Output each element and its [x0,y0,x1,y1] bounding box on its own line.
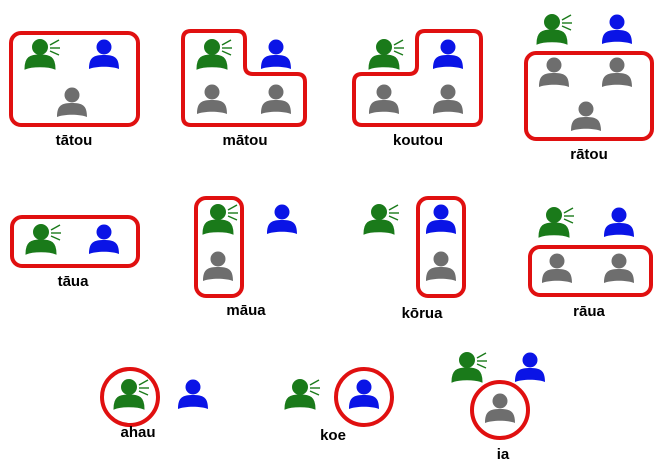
other-person-icon [485,393,515,423]
speaker-icon [113,378,150,410]
listener-icon [515,352,545,382]
outline-ia [470,380,530,440]
group-korua: kōrua [363,196,466,322]
speaker-icon [368,38,405,70]
label-koutou: koutou [393,132,443,149]
other-person-icon [602,57,632,87]
other-person-icon [426,251,456,281]
listener-icon [267,204,297,234]
group-taua: tāua [10,215,140,290]
speaker-icon [363,203,400,235]
other-person-icon [203,251,233,281]
outline-maua [194,196,244,298]
other-person-icon [433,84,463,114]
other-person-icon [261,84,291,114]
group-ahau: ahau [100,367,208,441]
listener-icon [349,379,379,409]
speaker-icon [536,13,573,45]
outline-matou [181,29,307,127]
outline-taua [10,215,140,268]
group-koe: koe [284,367,394,444]
other-person-icon [604,253,634,283]
listener-icon [178,379,208,409]
listener-icon [602,14,632,44]
label-raua: rāua [573,303,605,320]
outline-ratou [524,51,654,141]
outline-koe [334,367,394,427]
speaker-icon [538,206,575,238]
label-taua: tāua [58,273,90,290]
other-person-icon [539,57,569,87]
group-raua: rāua [528,206,653,320]
speaker-icon [284,378,321,410]
other-person-icon [542,253,572,283]
label-maua: māua [226,302,266,319]
speaker-icon [451,351,488,383]
label-korua: kōrua [402,305,444,322]
group-tatou: tātou [9,31,140,149]
listener-icon [261,39,291,69]
group-ia: ia [451,351,545,463]
group-matou: mātou [181,29,307,149]
speaker-icon [202,203,239,235]
speaker-icon [196,38,233,70]
group-ratou: rātou [524,13,654,163]
speaker-icon [25,223,62,255]
label-ahau: ahau [120,424,155,441]
other-person-icon [571,101,601,131]
label-ratou: rātou [570,146,608,163]
group-maua: māua [194,196,297,319]
outline-koutou [352,29,483,127]
outline-tatou [9,31,140,127]
label-koe: koe [320,427,346,444]
speaker-icon [24,38,61,70]
listener-icon [426,204,456,234]
outline-korua [416,196,466,298]
other-person-icon [197,84,227,114]
label-matou: mātou [223,132,268,149]
label-tatou: tātou [56,132,93,149]
outline-raua [528,245,653,297]
listener-icon [89,39,119,69]
other-person-icon [57,87,87,117]
other-person-icon [369,84,399,114]
outline-ahau [100,367,160,427]
group-koutou: koutou [352,29,483,149]
listener-icon [433,39,463,69]
listener-icon [89,224,119,254]
label-ia: ia [497,446,510,463]
listener-icon [604,207,634,237]
